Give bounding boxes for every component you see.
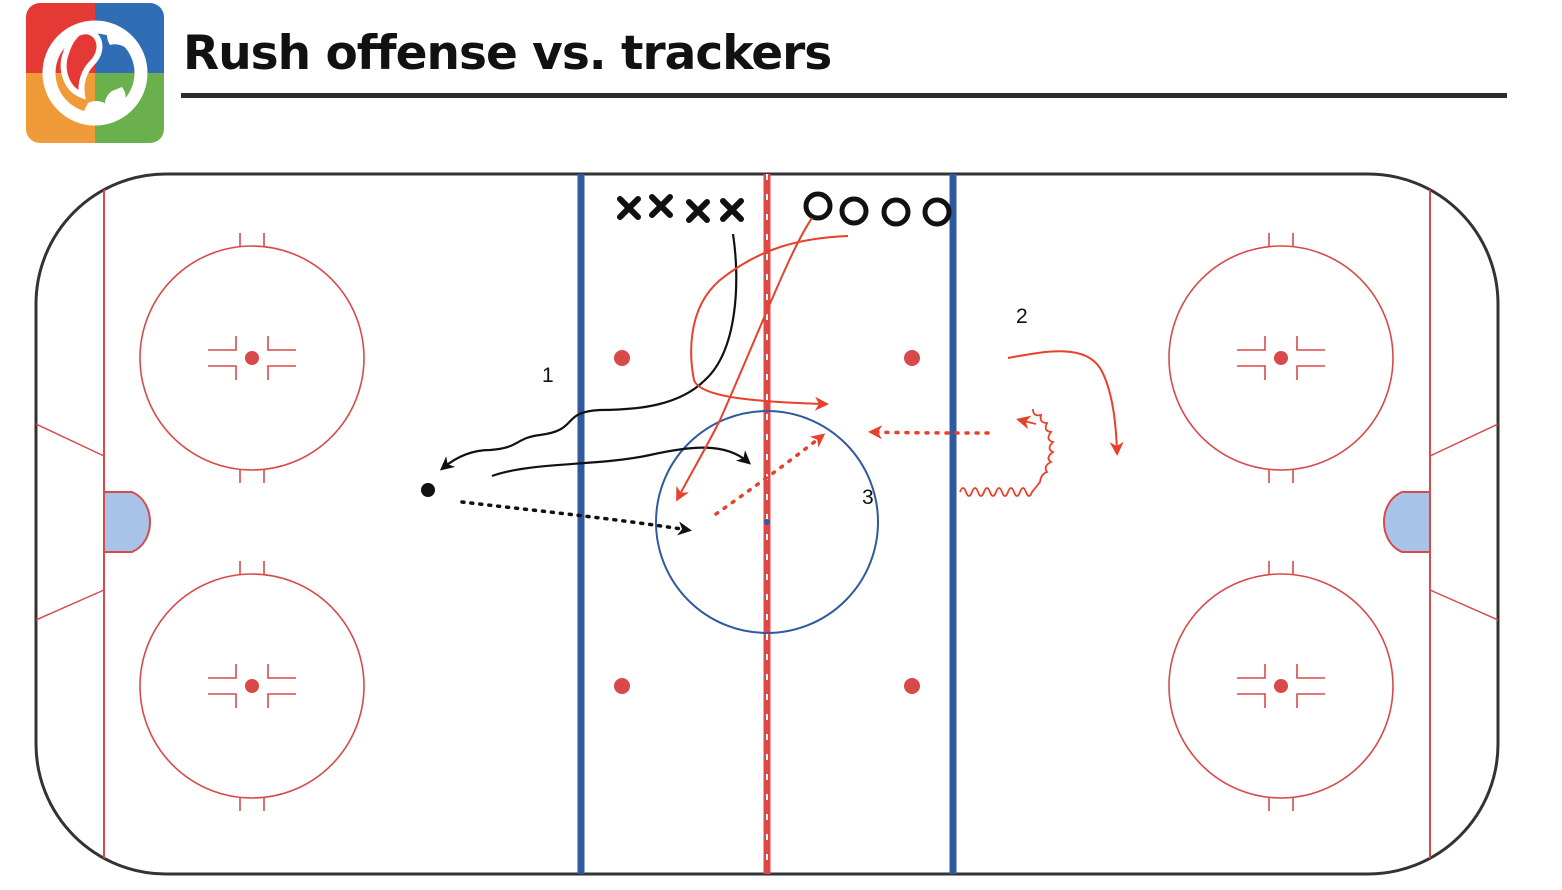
faceoff-circle [139,561,365,811]
center-faceoff-dot [764,519,770,525]
title-underline [181,93,1507,98]
logo-icon [26,3,164,143]
puck [421,483,435,497]
x-player-group [617,194,744,223]
neutral-dot [614,350,630,366]
goal-crease-left [103,491,151,553]
o-player-icon[interactable] [839,196,869,226]
trapezoid-left [36,423,105,621]
tracker-skate-path [690,235,849,411]
x-player-icon[interactable] [617,196,641,220]
neutral-dot [904,678,920,694]
trapezoid-right [1429,423,1498,621]
o-player-group [803,191,952,227]
x-player-icon[interactable] [686,199,710,223]
tracker-skate-path [676,217,813,502]
tracker-stickhandle-arrow [1016,415,1037,430]
o-player-icon[interactable] [881,197,911,227]
x-player-icon[interactable] [720,198,744,222]
page-title: Rush offense vs. trackers [183,26,832,81]
offense-pass-path [460,500,692,536]
neutral-dot [904,350,920,366]
rink-diagram: 1 2 3 [34,172,1500,876]
sequence-label-2: 2 [1016,305,1028,328]
faceoff-circle [1168,233,1394,483]
tracker-skate-path [1007,350,1124,456]
tracker-stickhandle-path [959,408,1055,497]
faceoff-circle [1168,561,1394,811]
x-player-icon[interactable] [649,194,673,218]
header: Rush offense vs. trackers [0,0,1562,150]
offense-skate-path [439,233,738,471]
center-circle [655,410,879,634]
sequence-label-1: 1 [542,364,554,387]
o-player-icon[interactable] [803,191,833,221]
faceoff-circle [139,233,365,483]
o-player-icon[interactable] [922,197,952,227]
sequence-label-3: 3 [862,486,874,509]
neutral-dot [614,678,630,694]
goal-crease-right [1383,491,1431,553]
tracker-pass-path [868,425,990,440]
offense-skate-path [491,446,752,478]
